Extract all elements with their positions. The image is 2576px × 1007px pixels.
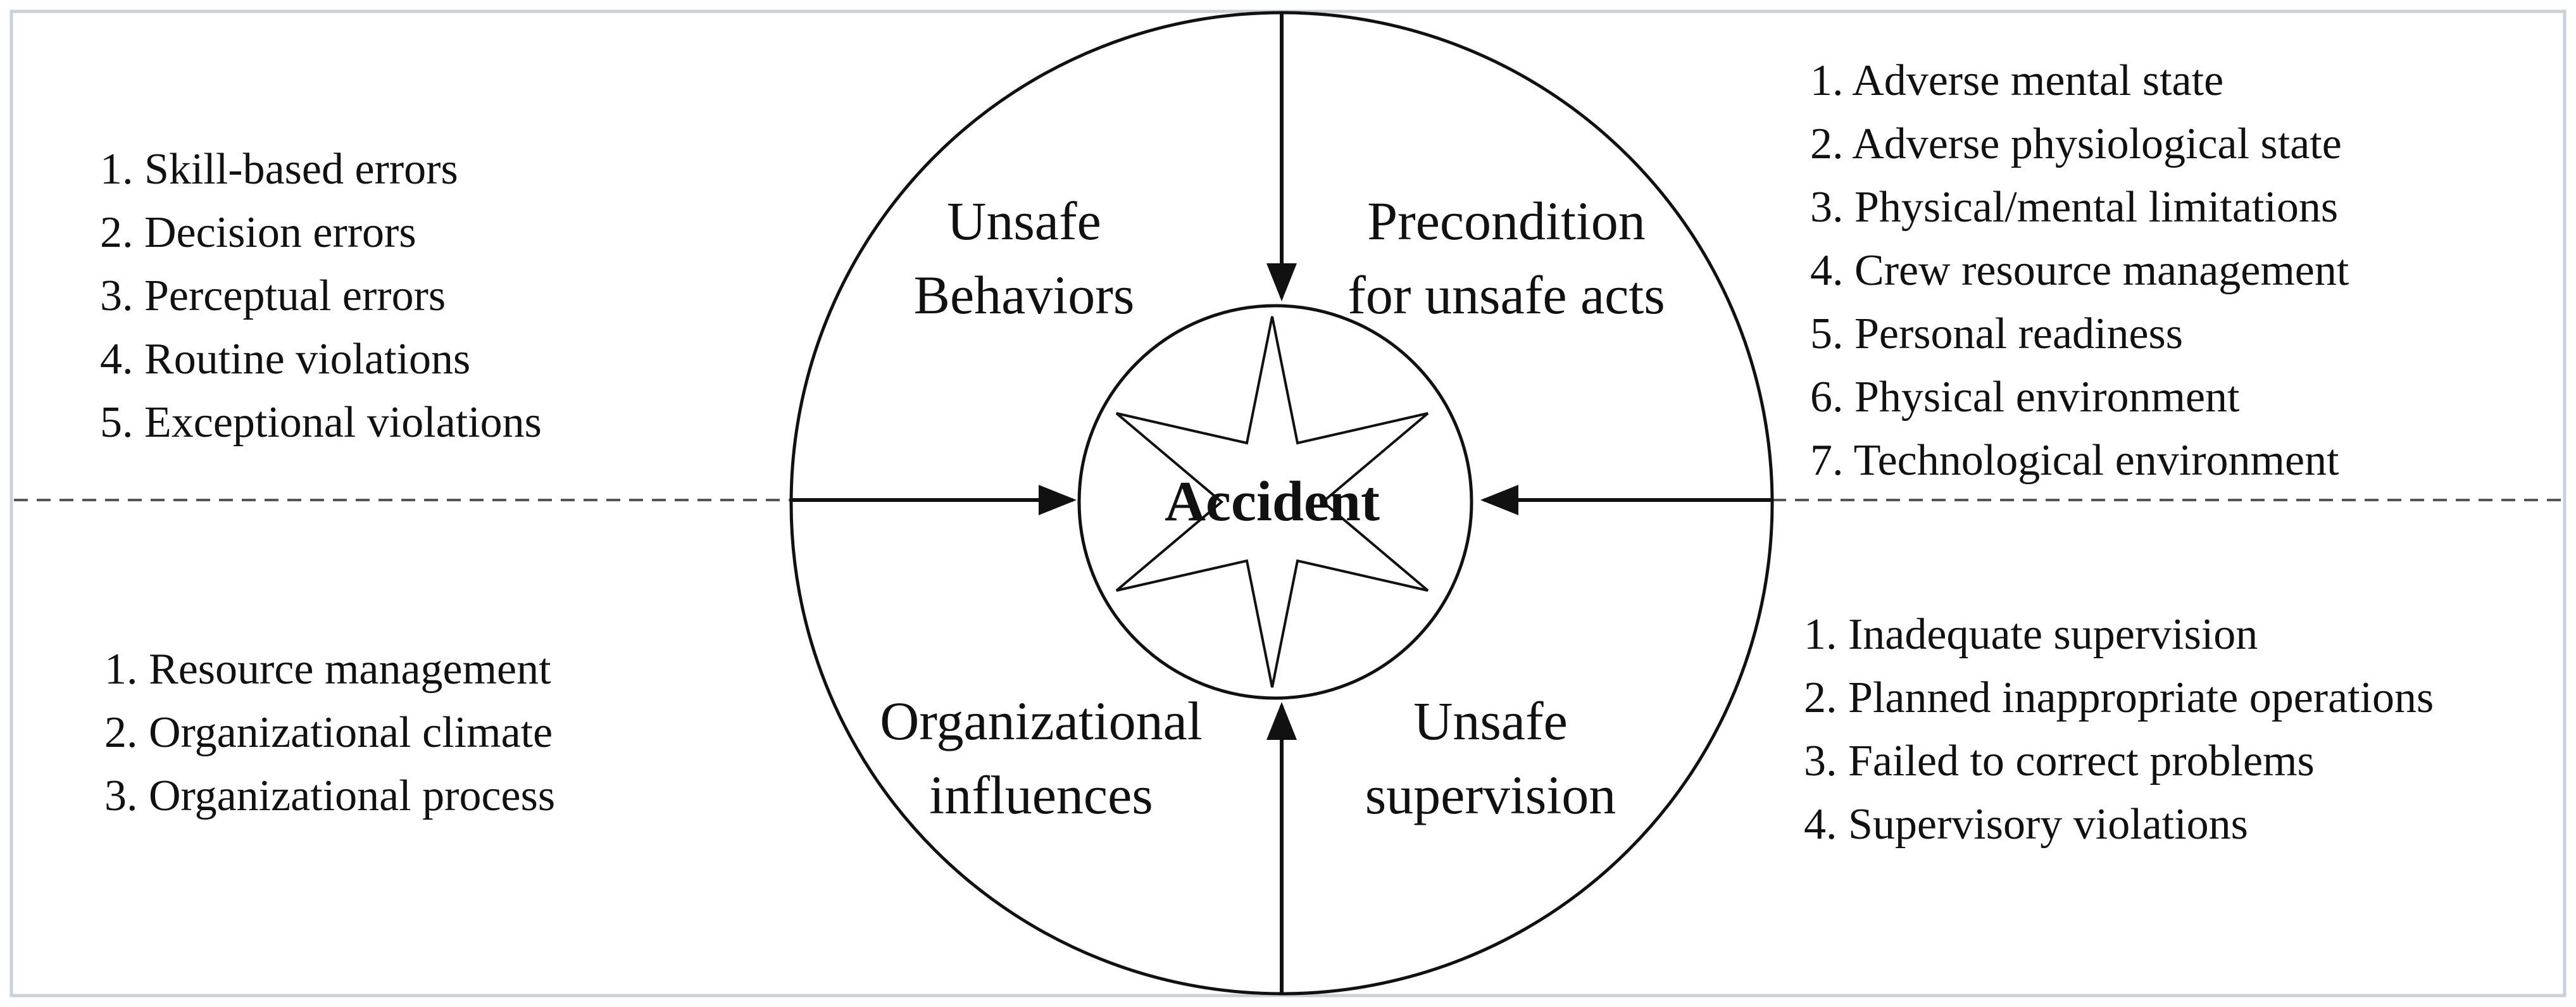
list-item-top-right: 7. Technological environment: [1810, 436, 2339, 485]
list-item-top-left: 4. Routine violations: [100, 335, 470, 384]
list-item-top-right: 2. Adverse physiological state: [1810, 120, 2342, 168]
quadrant-title-unsafe-supervision-line2: supervision: [1365, 765, 1616, 825]
list-item-bottom-right: 4. Supervisory violations: [1804, 800, 2248, 849]
list-item-bottom-left: 1. Resource management: [104, 645, 551, 694]
list-item-top-right: 3. Physical/mental limitations: [1810, 183, 2338, 232]
quadrant-title-unsafe-behaviors-line1: Unsafe: [947, 191, 1101, 251]
six-pointed-star-icon: [1115, 316, 1429, 688]
list-item-top-right: 1. Adverse mental state: [1810, 56, 2223, 105]
quadrant-title-unsafe-behaviors-line2: Behaviors: [914, 265, 1135, 325]
inner-circle: [1077, 304, 1473, 700]
center-label: Accident: [1165, 470, 1380, 533]
list-item-bottom-right: 3. Failed to correct problems: [1804, 737, 2315, 785]
quadrant-title-precondition-line1: Precondition: [1367, 191, 1646, 251]
list-item-top-right: 6. Physical environment: [1810, 373, 2240, 422]
list-item-top-left: 3. Perceptual errors: [100, 272, 446, 320]
quadrant-title-precondition-line2: for unsafe acts: [1347, 265, 1665, 325]
list-item-top-left: 1. Skill-based errors: [100, 145, 458, 194]
quadrant-title-unsafe-supervision-line1: Unsafe: [1413, 691, 1568, 751]
list-item-bottom-left: 2. Organizational climate: [104, 708, 553, 757]
list-item-top-left: 5. Exceptional violations: [100, 398, 542, 447]
list-item-top-right: 5. Personal readiness: [1810, 310, 2183, 358]
quadrant-title-organizational-influences-line2: influences: [929, 765, 1153, 825]
quadrant-title-organizational-influences-line1: Organizational: [880, 691, 1202, 751]
list-item-top-right: 4. Crew resource management: [1810, 246, 2349, 295]
list-item-bottom-right: 1. Inadequate supervision: [1804, 610, 2258, 659]
list-item-bottom-left: 3. Organizational process: [104, 772, 555, 820]
list-item-top-left: 2. Decision errors: [100, 208, 416, 257]
list-item-bottom-right: 2. Planned inappropriate operations: [1804, 673, 2434, 722]
